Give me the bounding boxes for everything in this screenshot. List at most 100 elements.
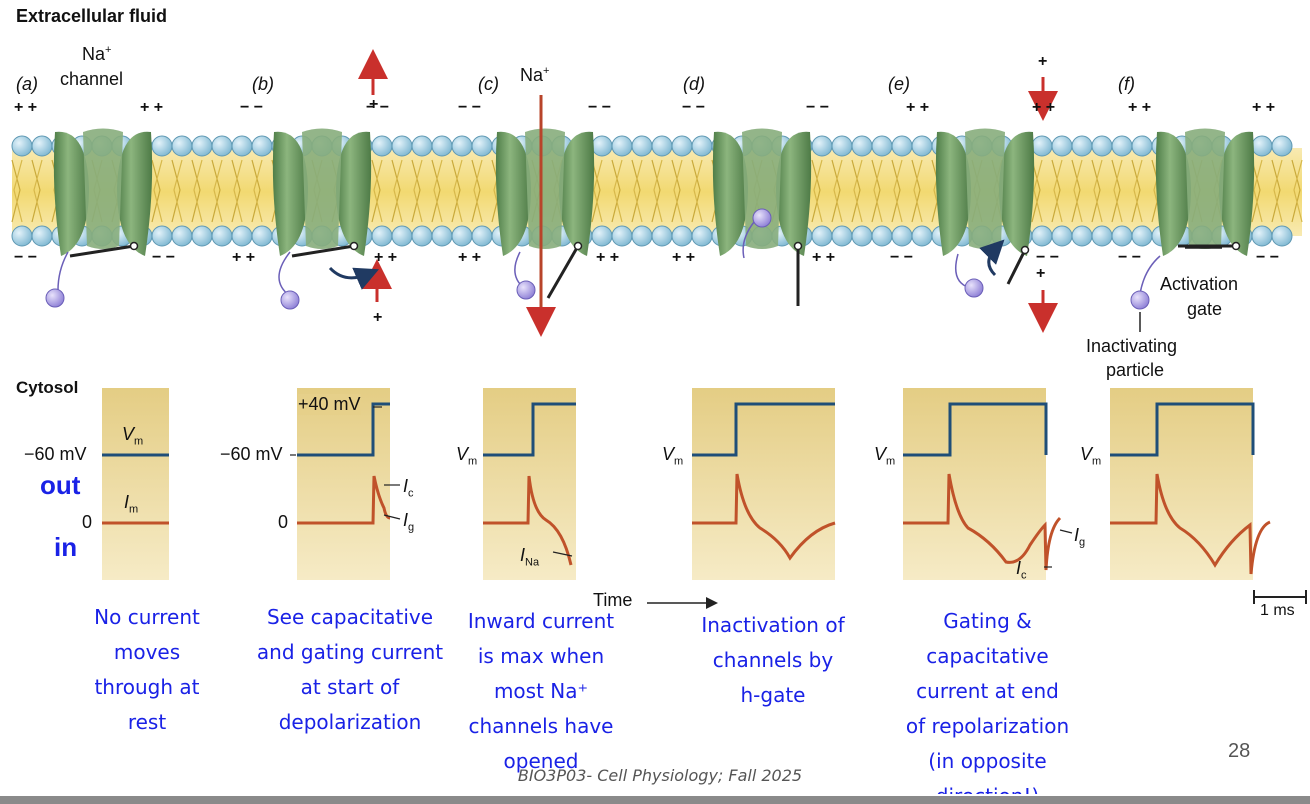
- lipid-tail: [653, 159, 663, 223]
- lipid-head: [371, 225, 393, 247]
- inactivating-particle-d-tether: [742, 221, 755, 259]
- lipid-head: [811, 225, 833, 247]
- lipid-head: [171, 135, 193, 157]
- lipid-tail: [13, 159, 23, 223]
- minus60-label-b: −60 mV: [220, 444, 283, 464]
- gate-move-arrow-b: [328, 266, 380, 290]
- channel-pore: [302, 128, 342, 249]
- lipid-head: [1091, 135, 1113, 157]
- lipid-head: [391, 225, 413, 247]
- panel-label-c: (c): [478, 74, 499, 94]
- lipid-head: [1251, 135, 1273, 157]
- lipid-head: [691, 135, 713, 157]
- inactivating-particle-e: [964, 278, 984, 298]
- lipid-tail: [1093, 159, 1103, 223]
- lipid-head: [1051, 225, 1073, 247]
- lipid-tail: [851, 159, 861, 223]
- im-trace-d: [692, 473, 836, 561]
- vm-label-a: Vm: [122, 424, 144, 448]
- panel-label-a: (a): [16, 74, 38, 94]
- lipid-head: [871, 225, 893, 247]
- na-channel: [495, 128, 595, 256]
- lipid-tail: [253, 159, 263, 223]
- inactivating-particle-c: [516, 280, 536, 300]
- charge-sign: + +: [812, 249, 835, 266]
- channel-pore: [525, 128, 565, 249]
- vm-trace-f: [1110, 402, 1255, 457]
- lipid-head: [1091, 225, 1113, 247]
- inactivating-particle-a-tether: [57, 251, 69, 291]
- lipid-tail: [11, 159, 21, 223]
- channel-subunit-left: [1155, 131, 1191, 256]
- lipid-tail: [811, 159, 821, 223]
- na-channel-label: Na+: [82, 44, 112, 64]
- plot-panel-e: [903, 388, 1046, 580]
- lipid-tail: [1033, 159, 1043, 223]
- lipid-tail: [813, 159, 823, 223]
- lipid-tail: [651, 159, 661, 223]
- membrane-tail-band: [12, 148, 1302, 236]
- lipid-tail: [693, 159, 703, 223]
- lipid-head: [411, 225, 433, 247]
- lipid-tail: [411, 159, 421, 223]
- lipid-tail: [1271, 159, 1281, 223]
- charge-sign: +: [369, 96, 378, 113]
- channel-subunit-right: [117, 131, 153, 256]
- ina-label-c: INa: [520, 545, 540, 569]
- activation-gate-label-1: Activation: [1160, 274, 1239, 294]
- lipid-tail: [373, 159, 383, 223]
- charge-sign: + +: [232, 249, 255, 266]
- activation-gate-f-hinge: [1231, 241, 1241, 251]
- lipid-head: [591, 135, 613, 157]
- vm-label-e: Vm: [874, 444, 896, 468]
- channel-subunit-right: [336, 131, 372, 256]
- footer-course: BIO3P03- Cell Physiology; Fall 2025: [517, 766, 803, 785]
- lipid-tail: [1113, 159, 1123, 223]
- ig-label-e: Ig: [1074, 525, 1086, 549]
- channel-subunit-left: [712, 131, 748, 256]
- lipid-head: [191, 225, 213, 247]
- lipid-tail: [151, 159, 161, 223]
- lipid-tail: [611, 159, 621, 223]
- lipid-head: [1271, 225, 1293, 247]
- panel-label-f: (f): [1118, 74, 1135, 94]
- lipid-tail: [893, 159, 903, 223]
- activation-gate-e: [1006, 249, 1027, 285]
- charge-sign: + +: [14, 99, 37, 116]
- charge-sign: + +: [906, 99, 929, 116]
- im-label-a: Im: [124, 492, 139, 516]
- lipid-tail: [913, 159, 923, 223]
- lipid-tail: [211, 159, 221, 223]
- lipid-head: [231, 135, 253, 157]
- lipid-head: [891, 225, 913, 247]
- lipid-head: [651, 135, 673, 157]
- lipid-head: [591, 225, 613, 247]
- lipid-tail: [231, 159, 241, 223]
- lipid-tail: [471, 159, 481, 223]
- lipid-head: [631, 225, 653, 247]
- lipid-tail: [671, 159, 681, 223]
- lipid-head: [891, 135, 913, 157]
- charge-sign: − −: [890, 249, 913, 266]
- lipid-head: [451, 135, 473, 157]
- lipid-tail: [833, 159, 843, 223]
- lipid-head: [851, 135, 873, 157]
- lipid-head: [231, 225, 253, 247]
- lipid-tail: [1031, 159, 1041, 223]
- lipid-tail: [911, 159, 921, 223]
- charge-sign: + +: [1252, 99, 1275, 116]
- lipid-tail: [831, 159, 841, 223]
- lipid-tail: [1091, 159, 1101, 223]
- lipid-head: [1071, 135, 1093, 157]
- channel-pore: [965, 128, 1005, 249]
- im-trace-c: [483, 475, 573, 566]
- page-number: 28: [1228, 740, 1251, 762]
- charge-sign: − −: [14, 249, 37, 266]
- charge-sign: − −: [1256, 249, 1279, 266]
- lipid-tail: [33, 159, 43, 223]
- lipid-head: [251, 225, 273, 247]
- lipid-head: [911, 135, 933, 157]
- charge-sign: − −: [366, 99, 389, 116]
- lipid-tail: [413, 159, 423, 223]
